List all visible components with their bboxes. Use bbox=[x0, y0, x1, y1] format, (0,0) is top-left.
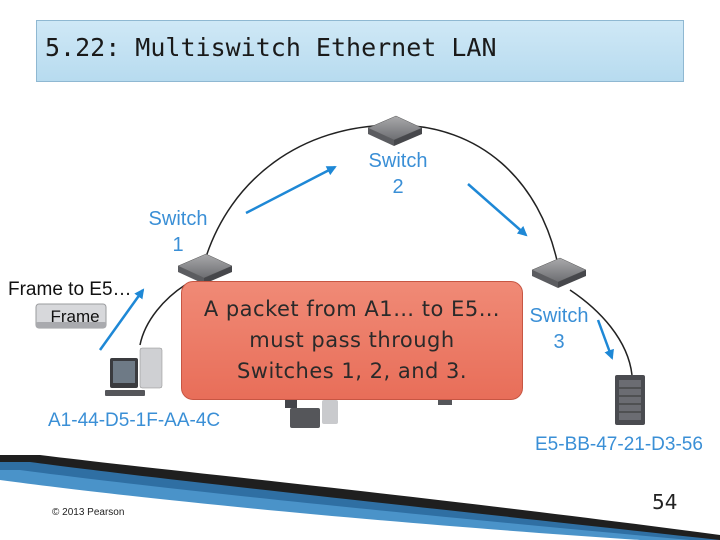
arrow-switch-2-to-3 bbox=[467, 183, 528, 237]
ring-link-1-2 bbox=[204, 124, 396, 261]
footer-swoosh bbox=[0, 455, 720, 540]
arrow-switch-1-to-2 bbox=[245, 165, 337, 215]
title-bar: 5.22: Multiswitch Ethernet LAN bbox=[36, 20, 684, 82]
copyright-notice: © 2013 Pearson bbox=[52, 507, 125, 518]
switch-3-device bbox=[531, 257, 587, 288]
frame-label: Frame to E5… bbox=[8, 279, 132, 300]
switch-1-label: Switch bbox=[149, 208, 208, 230]
switch-3-number: 3 bbox=[553, 331, 564, 353]
callout-text: A packet from A1… to E5… must pass throu… bbox=[203, 297, 501, 383]
packet-path-callout: A packet from A1… to E5… must pass throu… bbox=[181, 281, 523, 400]
destination-server bbox=[615, 375, 645, 425]
source-computer bbox=[105, 347, 163, 396]
switch-2-label: Switch bbox=[369, 150, 428, 172]
source-address: A1-44-D5-1F-AA-4C bbox=[48, 410, 220, 431]
ring-link-host-1 bbox=[139, 284, 186, 346]
switch-1-device bbox=[177, 253, 233, 284]
arrow-host-to-switch-1 bbox=[98, 288, 145, 351]
slide-title: 5.22: Multiswitch Ethernet LAN bbox=[45, 33, 497, 62]
ring-link-3-server bbox=[569, 289, 633, 376]
switch-3-label: Switch bbox=[530, 305, 589, 327]
frame-tag: Frame bbox=[35, 303, 107, 329]
switch-1-number: 1 bbox=[172, 234, 183, 256]
switch-2-number: 2 bbox=[392, 176, 403, 198]
arrow-switch-3-to-server bbox=[596, 319, 614, 360]
destination-address: E5-BB-47-21-D3-56 bbox=[535, 434, 703, 455]
middle-computers bbox=[285, 395, 452, 428]
page-number: 54 bbox=[652, 490, 678, 514]
frame-tag-text: Frame bbox=[50, 307, 99, 326]
switch-2-device bbox=[367, 115, 423, 146]
ring-link-2-3 bbox=[394, 124, 559, 266]
